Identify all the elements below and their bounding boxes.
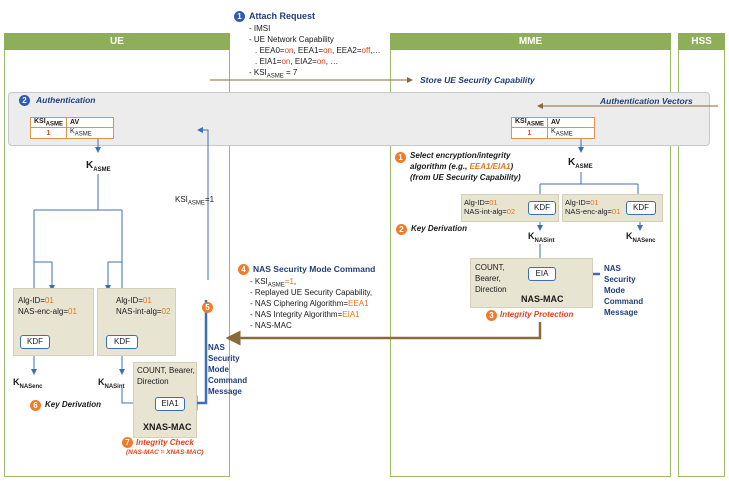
mme-eia-button: EIA bbox=[528, 267, 556, 281]
eea2-value: off bbox=[361, 46, 371, 55]
step-4-smc-badge: 4 bbox=[238, 264, 249, 275]
step-2-auth-badge: 2 bbox=[19, 95, 30, 106]
step-3-protect-badge: 3 bbox=[486, 310, 497, 321]
mme-mac-count: COUNT, bbox=[475, 263, 505, 272]
store-ue-capability: Store UE Security Capability bbox=[420, 75, 535, 85]
ue-column-header: UE bbox=[4, 33, 230, 50]
step-2-keyderiv-badge: 2 bbox=[396, 224, 407, 235]
select-alg-line2: algorithm (e.g., EEA1/EIA1) bbox=[410, 162, 514, 171]
ue-kasme-label: KASME bbox=[86, 160, 111, 173]
eea-text: , EEA1= bbox=[293, 46, 324, 55]
ue-knasint-label: KNASint bbox=[98, 377, 125, 390]
mme-kasme-label: KASME bbox=[568, 157, 593, 170]
mme-knasint-label: KNASint bbox=[528, 231, 555, 244]
ue-mac-count: COUNT, Bearer, bbox=[137, 366, 195, 375]
xnas-mac-label: XNAS-MAC bbox=[143, 422, 192, 432]
attach-line-ksi: - KSIASME = 7 bbox=[249, 68, 297, 80]
eia1-value: on bbox=[281, 57, 291, 66]
integrity-protection: Integrity Protection bbox=[500, 310, 574, 319]
smc-cipher: - NAS Ciphering Algorithm=EEA1 bbox=[250, 299, 369, 308]
ue-knasenc-label: KNASenc bbox=[13, 377, 43, 390]
mme-int-alg: NAS-int-alg=02 bbox=[464, 207, 516, 216]
ue-kdf-int-button: KDF bbox=[106, 335, 138, 349]
ksi-header: KSIASME bbox=[510, 116, 549, 129]
ksi-sub: ASME bbox=[266, 73, 284, 80]
smc-integrity: - NAS Integrity Algorithm=EIA1 bbox=[250, 310, 360, 319]
step-6-keyderiv-badge: 6 bbox=[30, 400, 41, 411]
ue-key-derivation: Key Derivation bbox=[45, 400, 102, 409]
ksi-value: 1 bbox=[29, 127, 68, 139]
authentication-title: Authentication bbox=[36, 95, 96, 105]
ue-kdf-enc-button: KDF bbox=[20, 335, 50, 349]
smc-mac: - NAS-MAC bbox=[250, 321, 292, 330]
select-alg-line1: Select encryption/integrity bbox=[410, 151, 511, 160]
ue-mac-direction: Direction bbox=[137, 377, 169, 386]
attach-line-eia: . EIA1=on, EIA2=on, … bbox=[255, 57, 338, 66]
nas-mac-label: NAS-MAC bbox=[521, 294, 564, 304]
eia-text: , EIA2= bbox=[290, 57, 317, 66]
ksi-header: KSIASME bbox=[29, 116, 68, 129]
av-value: KASME bbox=[66, 127, 115, 139]
integrity-check-formula: (NAS-MAC = XNAS-MAC) bbox=[126, 449, 204, 456]
ksi-label: - KSI bbox=[249, 68, 267, 77]
ue-mac-box bbox=[133, 362, 197, 438]
mme-enc-alg: NAS-enc-alg=01 bbox=[565, 207, 621, 216]
select-alg-line3: (from UE Security Capability) bbox=[410, 173, 521, 182]
hss-column-header: HSS bbox=[678, 33, 725, 50]
av-header: AV bbox=[547, 116, 596, 129]
mme-column-header: MME bbox=[390, 33, 671, 50]
attach-request-title: Attach Request bbox=[249, 11, 316, 21]
integrity-check: Integrity Check bbox=[136, 438, 194, 447]
ue-int-alg: NAS-int-alg=02 bbox=[116, 307, 171, 316]
ksi-to-ue-label: KSIASME=1 bbox=[175, 195, 215, 207]
step-7-check-badge: 7 bbox=[122, 437, 133, 448]
smc-replay: - Replayed UE Security Capability, bbox=[250, 288, 373, 297]
ue-enc-alg: NAS-enc-alg=01 bbox=[18, 307, 77, 316]
mme-mac-direction: Direction bbox=[475, 285, 507, 294]
eia-text: . EIA1= bbox=[255, 57, 282, 66]
eea-text: , EEA2= bbox=[331, 46, 362, 55]
eea-text: ,… bbox=[370, 46, 381, 55]
mme-kdf-enc-button: KDF bbox=[626, 201, 656, 215]
ksi-value: 1 bbox=[510, 127, 549, 139]
mme-mac-box bbox=[470, 258, 593, 308]
eea1-value: on bbox=[323, 46, 332, 55]
smc-title: NAS Security Mode Command bbox=[253, 264, 376, 274]
mme-enc-alg-id: Alg-ID=01 bbox=[565, 198, 599, 207]
eia2-value: on bbox=[316, 57, 326, 66]
smc-ksi: - KSIASME=1, bbox=[250, 277, 297, 289]
eea-text: . EEA0= bbox=[255, 46, 285, 55]
ue-enc-alg-id: Alg-ID=01 bbox=[18, 296, 54, 305]
mme-mac-bearer: Bearer, bbox=[475, 274, 501, 283]
eia-text: , … bbox=[325, 57, 339, 66]
step-1-attach-badge: 1 bbox=[234, 11, 245, 22]
av-header: AV bbox=[66, 116, 115, 129]
eea0-value: on bbox=[284, 46, 294, 55]
mme-knasenc-label: KNASenc bbox=[626, 231, 656, 244]
step-1-select-badge: 1 bbox=[395, 152, 406, 163]
mme-key-derivation: Key Derivation bbox=[411, 224, 468, 233]
ksi-value: = 7 bbox=[283, 68, 298, 77]
authentication-vectors: Authentication Vectors bbox=[600, 96, 693, 106]
step-5-badge: 5 bbox=[202, 302, 213, 313]
mme-kdf-int-button: KDF bbox=[528, 201, 556, 215]
mme-int-alg-id: Alg-ID=01 bbox=[464, 198, 498, 207]
ue-eia1-button: EIA1 bbox=[155, 397, 185, 411]
ue-int-alg-id: Alg-ID=01 bbox=[116, 296, 152, 305]
attach-line-eea: . EEA0=on, EEA1=on, EEA2=off,… bbox=[255, 46, 381, 55]
attach-line-imsi: - IMSI bbox=[249, 24, 271, 33]
attach-line-capability: - UE Network Capability bbox=[249, 35, 334, 44]
av-value: KASME bbox=[547, 127, 596, 139]
